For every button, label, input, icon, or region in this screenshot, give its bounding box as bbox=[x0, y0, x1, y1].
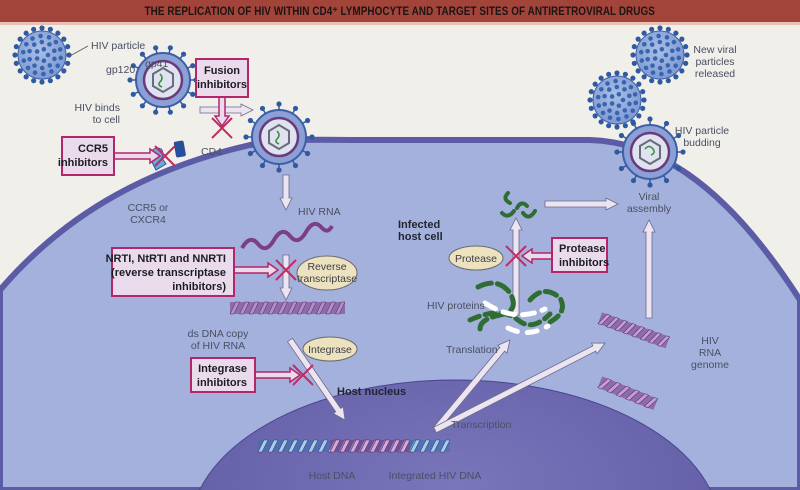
integrase-block-x bbox=[292, 364, 314, 386]
ccr5-label-2: inhibitors bbox=[58, 157, 108, 169]
enzyme-protease: Protease bbox=[448, 245, 504, 271]
label-hiv-proteins: HIV proteins bbox=[427, 300, 485, 312]
budding-virus bbox=[614, 116, 686, 188]
protease-label: Protease bbox=[455, 253, 497, 265]
title-bar: THE REPLICATION OF HIV WITHIN CD4⁺ LYMPH… bbox=[0, 0, 800, 25]
arrow-fusion-entry bbox=[199, 103, 254, 117]
label-cd4: CD4 bbox=[201, 146, 222, 158]
rti-label-1: NRTI, NtRTI and NNRTI bbox=[106, 253, 226, 265]
rt-label-1: Reverse bbox=[307, 261, 346, 273]
protease-block-x bbox=[505, 245, 527, 267]
rti-label-2: (reverse transcriptase bbox=[111, 267, 226, 279]
label-translation: Translation bbox=[446, 344, 498, 356]
integrase-inh-label-2: inhibitors bbox=[197, 377, 247, 389]
cleaved-proteins bbox=[500, 191, 537, 219]
fusion-label-1: Fusion bbox=[204, 65, 240, 77]
label-rna-genome-3: genome bbox=[691, 359, 729, 371]
ccr5-block-x bbox=[154, 145, 176, 167]
free-virus-2 bbox=[587, 70, 647, 130]
label-viral-assembly-2: assembly bbox=[627, 203, 672, 215]
label-budding-2: budding bbox=[683, 137, 721, 149]
drug-box-protease: Protease inhibitors bbox=[551, 237, 609, 273]
label-hiv-rna: HIV RNA bbox=[298, 206, 341, 218]
label-gp120: gp120 bbox=[106, 64, 135, 76]
label-infected-1: Infected bbox=[398, 219, 440, 231]
host-dna-helix-right bbox=[409, 439, 451, 453]
hiv-rna-strand bbox=[240, 221, 334, 251]
drug-box-integrase: Integrase inhibitors bbox=[190, 357, 256, 393]
label-released-2: particles bbox=[695, 56, 734, 68]
label-host-nucleus: Host nucleus bbox=[337, 386, 406, 398]
binding-virus bbox=[127, 45, 199, 115]
fusion-block-x bbox=[211, 117, 233, 139]
label-viral-assembly-1: Viral bbox=[639, 191, 660, 203]
host-nucleus bbox=[199, 379, 711, 490]
fusion-pointer-arrow bbox=[213, 96, 231, 128]
protease-inh-label-1: Protease bbox=[559, 243, 605, 255]
annotations: HIV particle gp120 gp41 HIV binds to cel… bbox=[67, 40, 737, 482]
rti-label-3: inhibitors) bbox=[172, 281, 226, 293]
rt-label-2: transcriptase bbox=[297, 273, 357, 285]
label-transcription: Transcription bbox=[451, 419, 511, 431]
label-hiv-binds-2: to cell bbox=[93, 114, 120, 126]
host-cell bbox=[0, 136, 800, 490]
label-ds-dna-2: of HIV RNA bbox=[191, 340, 245, 352]
label-rna-genome-1: HIV bbox=[701, 335, 719, 347]
ds-dna-helix bbox=[229, 301, 346, 315]
arrow-to-nucleus bbox=[286, 337, 346, 421]
integrase-inh-label-1: Integrase bbox=[198, 363, 247, 375]
label-infected-2: host cell bbox=[398, 231, 443, 243]
label-rna-genome-2: RNA bbox=[699, 347, 721, 359]
hiv-rna-copy-helix bbox=[597, 376, 659, 411]
integrated-hiv-dna-helix bbox=[329, 439, 411, 453]
label-gp41: gp41 bbox=[145, 58, 169, 70]
free-virus-3 bbox=[630, 25, 690, 85]
drug-box-ccr5: CCR5 inhibitors bbox=[58, 136, 115, 176]
rti-block-x bbox=[275, 259, 297, 281]
label-released-3: released bbox=[695, 68, 735, 80]
free-virus-1 bbox=[12, 25, 72, 85]
cell-membrane bbox=[0, 136, 800, 490]
rti-pointer-arrow bbox=[233, 261, 280, 279]
integrase-label: Integrase bbox=[308, 344, 352, 356]
enzyme-reverse-transcriptase: Reverse transcriptase bbox=[296, 255, 358, 291]
arrow-to-assembly bbox=[544, 197, 619, 211]
label-budding-1: HIV particle bbox=[675, 125, 729, 137]
label-released-1: New viral bbox=[693, 44, 736, 56]
drug-box-rti: NRTI, NtRTI and NNRTI (reverse transcrip… bbox=[106, 247, 235, 297]
ccr5-pointer-arrow bbox=[113, 147, 162, 165]
protease-inh-label-2: inhibitors bbox=[559, 257, 609, 269]
enzyme-integrase: Integrase bbox=[302, 336, 358, 362]
cd4-receptor bbox=[173, 140, 186, 158]
drug-box-fusion: Fusion inhibitors bbox=[195, 58, 249, 98]
diagram-title: THE REPLICATION OF HIV WITHIN CD4⁺ LYMPH… bbox=[144, 6, 656, 18]
hiv-rna-genome-helix bbox=[597, 312, 671, 349]
ccr5-label-1: CCR5 bbox=[78, 143, 108, 155]
label-integrated-dna: Integrated HIV DNA bbox=[389, 470, 482, 482]
label-coreceptor-1: CCR5 or bbox=[128, 202, 169, 214]
label-hiv-binds-1: HIV binds bbox=[74, 102, 120, 114]
fusing-virus bbox=[243, 101, 315, 173]
arrow-translation bbox=[432, 339, 511, 433]
fusion-label-2: inhibitors bbox=[197, 79, 247, 91]
label-hiv-particle: HIV particle bbox=[91, 40, 145, 52]
protease-pointer-arrow bbox=[520, 247, 553, 265]
arrow-to-rna-genome bbox=[433, 342, 606, 434]
arrow-genome-to-assembly bbox=[642, 219, 656, 319]
label-ds-dna-1: ds DNA copy bbox=[188, 328, 249, 340]
hiv-proteins-tangle bbox=[467, 280, 565, 335]
arrow-to-hiv-rna bbox=[279, 174, 293, 211]
label-host-dna: Host DNA bbox=[309, 470, 356, 482]
integrase-pointer-arrow bbox=[254, 366, 302, 384]
label-coreceptor-2: CXCR4 bbox=[130, 214, 166, 226]
